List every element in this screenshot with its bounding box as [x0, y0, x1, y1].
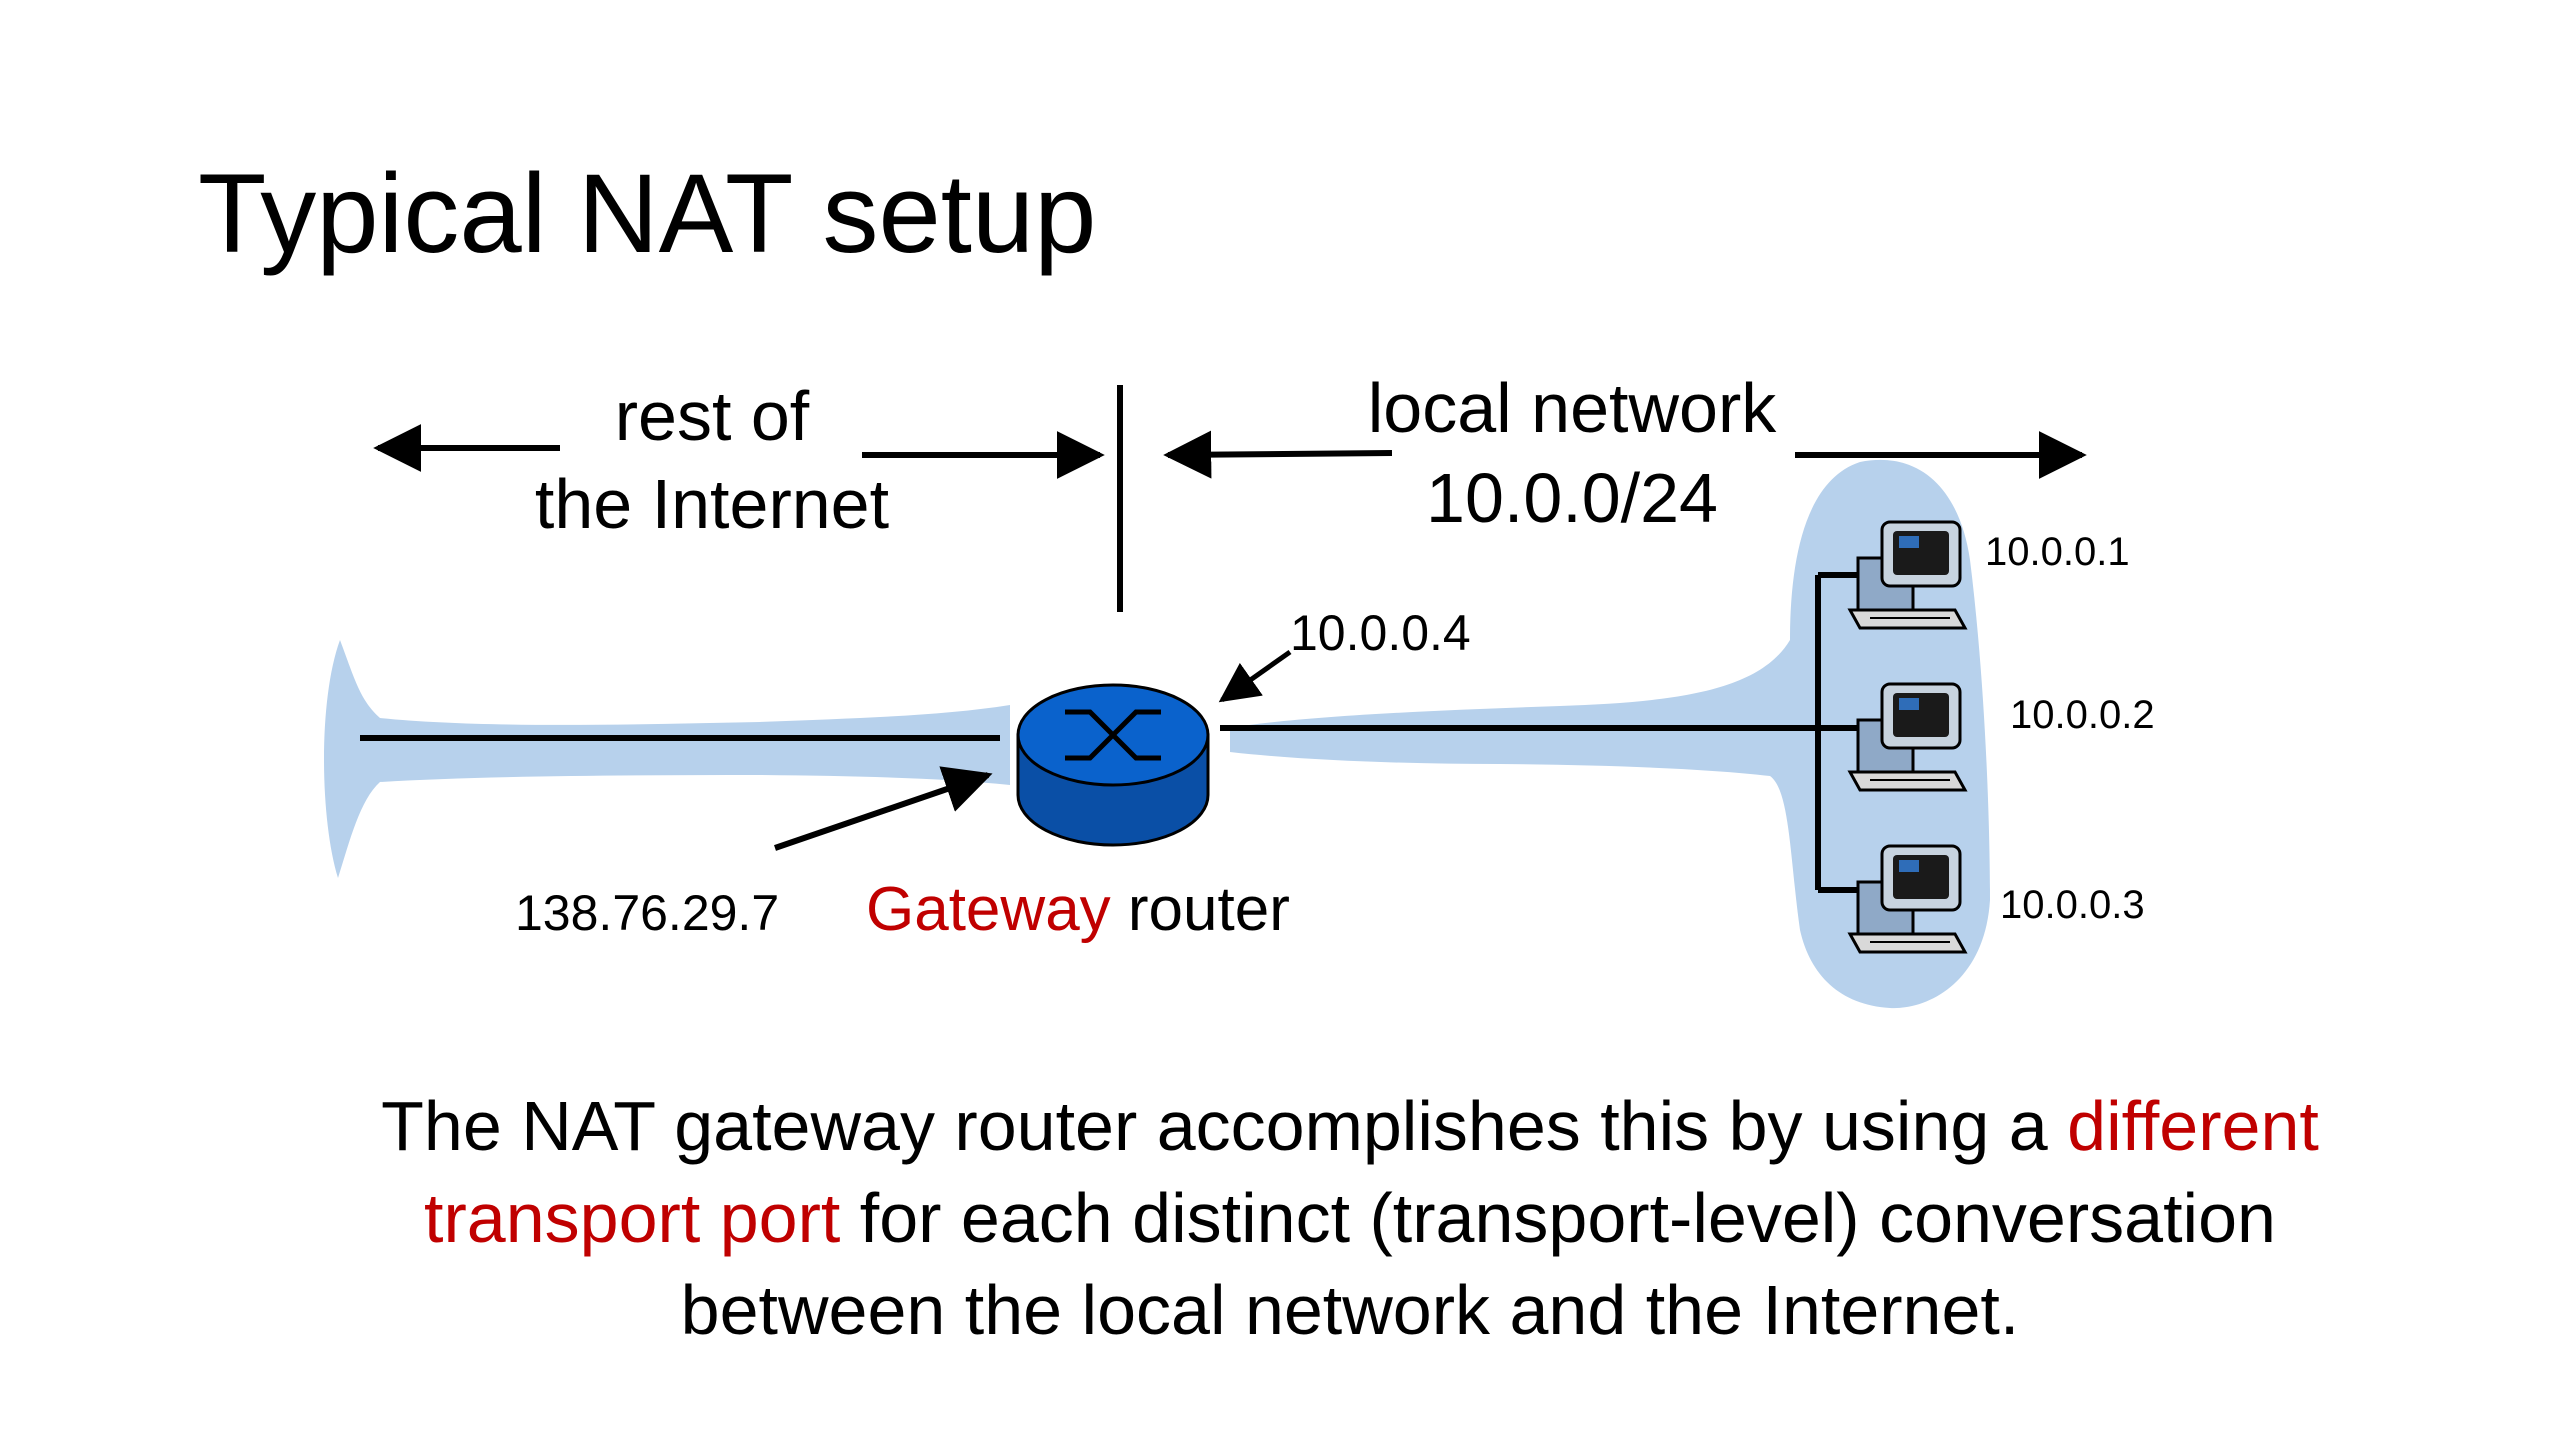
caption-highlight-transport-port: transport port	[424, 1179, 841, 1257]
caption-part2: for each distinct (transport-level) conv…	[840, 1179, 2276, 1257]
router-word: router	[1128, 875, 1290, 944]
caption-part1: The NAT gateway router accomplishes this…	[381, 1087, 2068, 1165]
gateway-word: Gateway	[866, 875, 1111, 944]
rest-label-line2: the Internet	[535, 465, 889, 543]
host-3	[1847, 844, 1968, 954]
local-label-line2: 10.0.0/24	[1426, 459, 1718, 537]
computer-icon	[1847, 844, 1968, 954]
host-ip-1: 10.0.0.1	[1985, 530, 2130, 574]
local-network-cloud	[1230, 459, 1990, 1009]
host-ip-2: 10.0.0.2	[2010, 693, 2155, 737]
page-title: Typical NAT setup	[198, 151, 1096, 276]
caption-line3: between the local network and the Intern…	[680, 1271, 2020, 1349]
host-ip-3: 10.0.0.3	[2000, 883, 2145, 927]
internet-cloud	[324, 640, 1010, 878]
router-inside-ip: 10.0.0.4	[1290, 605, 1471, 661]
gateway-router-label: Gateway router	[866, 875, 1290, 944]
host-1	[1847, 520, 1968, 630]
caption-highlight-different: different	[2067, 1087, 2319, 1165]
label-space	[1111, 875, 1128, 944]
local-label-line1: local network	[1368, 369, 1778, 447]
computer-icon	[1847, 682, 1968, 792]
rest-label-line1: rest of	[615, 377, 810, 455]
router-icon	[1016, 683, 1210, 847]
router-outside-ip: 138.76.29.7	[515, 885, 779, 941]
caption: The NAT gateway router accomplishes this…	[180, 1080, 2520, 1356]
local-arrow-left	[1163, 430, 1393, 479]
inside-ip-arrow	[1218, 649, 1292, 703]
outside-ip-arrow	[774, 766, 993, 851]
host-2	[1847, 682, 1968, 792]
computer-icon	[1847, 520, 1968, 630]
